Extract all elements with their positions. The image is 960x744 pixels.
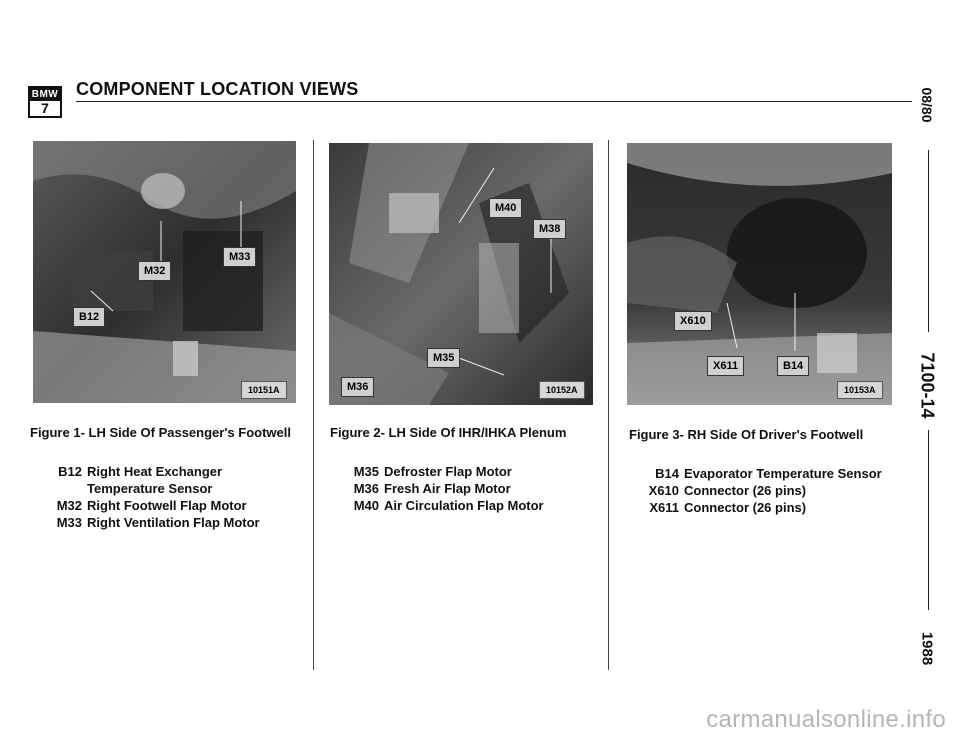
legend-item: M32 Right Footwell Flap Motor	[52, 497, 292, 514]
legend-desc: Fresh Air Flap Motor	[384, 481, 511, 496]
header-rule	[76, 101, 912, 102]
figure-1-callout-m33: M33	[223, 247, 257, 267]
figure-2-callout-m36: M36	[341, 377, 375, 397]
figure-1-title: Figure 1- LH Side Of Passenger's Footwel…	[30, 425, 291, 440]
side-date: 08/80	[919, 87, 935, 123]
legend-desc: Right Footwell Flap Motor	[87, 498, 247, 513]
legend-item: B12 Right Heat Exchanger Temperature Sen…	[52, 463, 292, 497]
figure-1-ref-number: 10151A	[241, 381, 287, 399]
bmw-logo: BMW 7	[28, 86, 62, 118]
legend-item: M36 Fresh Air Flap Motor	[349, 480, 599, 497]
legend-code: M40	[353, 498, 379, 513]
figure-3-callout-b14: B14	[777, 356, 810, 376]
figure-3-legend: B14 Evaporator Temperature Sensor X610 C…	[642, 465, 902, 516]
figure-1-callout-m32: M32	[138, 261, 172, 281]
page-title: COMPONENT LOCATION VIEWS	[76, 79, 359, 99]
side-page-ref: 7100-14	[917, 352, 938, 419]
legend-code: M35	[353, 464, 379, 479]
figure-2-callout-m35: M35	[427, 348, 461, 368]
figure-1-legend: B12 Right Heat Exchanger Temperature Sen…	[52, 463, 292, 531]
figure-2-photo-image	[329, 143, 593, 405]
legend-code: X610	[648, 483, 679, 498]
site-watermark: carmanualsonline.info	[706, 706, 946, 733]
figure-2-photo: M40 M38 M35 M36 10152A	[329, 143, 593, 405]
legend-code: X611	[649, 500, 679, 515]
legend-desc: Connector (26 pins)	[684, 483, 807, 498]
legend-code: B14	[655, 466, 679, 481]
legend-desc: Defroster Flap Motor	[384, 464, 512, 479]
legend-item: X610 Connector (26 pins)	[642, 482, 902, 499]
legend-desc: Evaporator Temperature Sensor	[684, 466, 882, 481]
legend-desc: Right Heat Exchanger Temperature Sensor	[87, 464, 223, 496]
figure-2-callout-m40: M40	[489, 198, 523, 218]
figure-2-ref-number: 10152A	[539, 381, 585, 399]
side-year: 1988	[918, 631, 936, 666]
legend-item: M40 Air Circulation Flap Motor	[349, 497, 599, 514]
figure-1-photo-image	[33, 141, 296, 403]
figure-3-ref-number: 10153A	[837, 381, 883, 399]
side-rule-top	[928, 150, 929, 332]
figure-3-callout-x610: X610	[674, 311, 712, 331]
column-divider-2	[608, 140, 609, 670]
legend-code: M33	[56, 515, 82, 530]
figure-1-callout-b12: B12	[73, 307, 106, 327]
figure-3-photo-image	[627, 143, 892, 405]
legend-item: M33 Right Ventilation Flap Motor	[52, 514, 292, 531]
logo-model: 7	[41, 100, 49, 116]
figure-3-callout-x611: X611	[707, 356, 745, 376]
legend-code: B12	[58, 464, 82, 479]
legend-desc: Right Ventilation Flap Motor	[87, 515, 260, 530]
figure-3-title: Figure 3- RH Side Of Driver's Footwell	[629, 427, 864, 442]
legend-item: B14 Evaporator Temperature Sensor	[642, 465, 902, 482]
figure-2-legend: M35 Defroster Flap Motor M36 Fresh Air F…	[349, 463, 599, 514]
logo-brand: BMW	[30, 88, 60, 101]
legend-item: M35 Defroster Flap Motor	[349, 463, 599, 480]
legend-desc: Air Circulation Flap Motor	[384, 498, 544, 513]
figure-2-title: Figure 2- LH Side Of IHR/IHKA Plenum	[330, 425, 567, 440]
legend-item: X611 Connector (26 pins)	[642, 499, 902, 516]
figure-3-photo: X610 X611 B14 10153A	[627, 143, 892, 405]
legend-desc: Connector (26 pins)	[684, 500, 807, 515]
figure-2-callout-m38: M38	[533, 219, 567, 239]
legend-code: M36	[353, 481, 379, 496]
side-rule-middle	[928, 430, 929, 610]
figure-1-photo: M33 M32 B12 10151A	[33, 141, 296, 403]
legend-code: M32	[56, 498, 82, 513]
column-divider-1	[313, 140, 314, 670]
